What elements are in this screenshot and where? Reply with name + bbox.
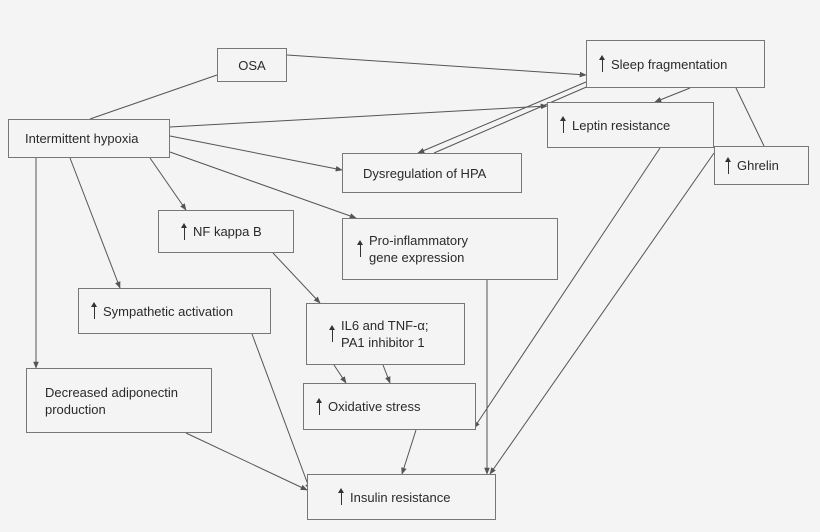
node-leptin-resistance: Leptin resistance xyxy=(547,102,714,148)
up-arrow-icon xyxy=(338,488,346,505)
edge-intermittent-hypoxia-to-sympathetic-activation xyxy=(69,157,121,289)
edge-oxidative-stress-to-insulin-resistance xyxy=(401,429,417,475)
edge-decreased-adiponectin-to-insulin-resistance xyxy=(185,432,308,491)
up-arrow-icon xyxy=(329,325,337,342)
edge-sympathetic-activation-to-insulin-resistance xyxy=(251,333,311,491)
edge-il6-tnf-to-oxidative-stress-2 xyxy=(382,364,391,384)
node-il6-tnf: IL6 and TNF-α; PA1 inhibitor 1 xyxy=(306,303,465,365)
node-insulin-resistance: Insulin resistance xyxy=(307,474,496,520)
up-arrow-icon xyxy=(316,397,324,415)
up-arrow-icon xyxy=(357,240,365,257)
edge-il6-tnf-to-oxidative-stress xyxy=(333,364,347,384)
node-osa: OSA xyxy=(217,48,287,82)
up-arrow-icon xyxy=(725,156,733,174)
node-pro-inflammatory: Pro-inflammatory gene expression xyxy=(342,218,558,280)
up-arrow-icon xyxy=(91,302,99,319)
edge-osa-to-sleep-fragmentation xyxy=(286,54,587,78)
edge-ghrelin-to-insulin-resistance xyxy=(489,152,715,475)
node-sleep-fragmentation: Sleep fragmentation xyxy=(586,40,765,88)
edge-dysregulation-hpa-to-sleep-fragmentation xyxy=(433,81,599,154)
up-arrow-icon xyxy=(181,222,189,240)
edge-sleep-fragmentation-to-ghrelin xyxy=(735,87,765,147)
node-dysregulation-hpa: Dysregulation of HPA xyxy=(342,153,522,193)
node-decreased-adiponectin: Decreased adiponectin production xyxy=(26,368,212,433)
up-arrow-icon xyxy=(599,55,607,72)
node-sympathetic-activation: Sympathetic activation xyxy=(78,288,271,334)
node-ghrelin: Ghrelin xyxy=(714,146,809,185)
node-nf-kappa-b: NF kappa B xyxy=(158,210,294,253)
node-oxidative-stress: Oxidative stress xyxy=(303,383,476,430)
edge-intermittent-hypoxia-to-pro-inflammatory xyxy=(169,151,357,219)
edge-intermittent-hypoxia-to-nf-kappa-b xyxy=(149,157,187,211)
edge-nf-kappa-b-to-il6-tnf xyxy=(272,252,321,304)
up-arrow-icon xyxy=(560,116,568,133)
edge-intermittent-hypoxia-to-dysregulation-hpa xyxy=(169,135,343,172)
edge-sleep-fragmentation-to-leptin-resistance xyxy=(654,87,691,103)
edge-leptin-resistance-to-oxidative-stress xyxy=(473,147,661,429)
node-intermittent-hypoxia: Intermittent hypoxia xyxy=(8,119,170,158)
edge-intermittent-hypoxia-to-leptin-resistance xyxy=(169,103,548,128)
edge-sleep-fragmentation-to-dysregulation-hpa xyxy=(417,81,587,154)
edge-osa-to-intermittent-hypoxia xyxy=(89,74,218,120)
